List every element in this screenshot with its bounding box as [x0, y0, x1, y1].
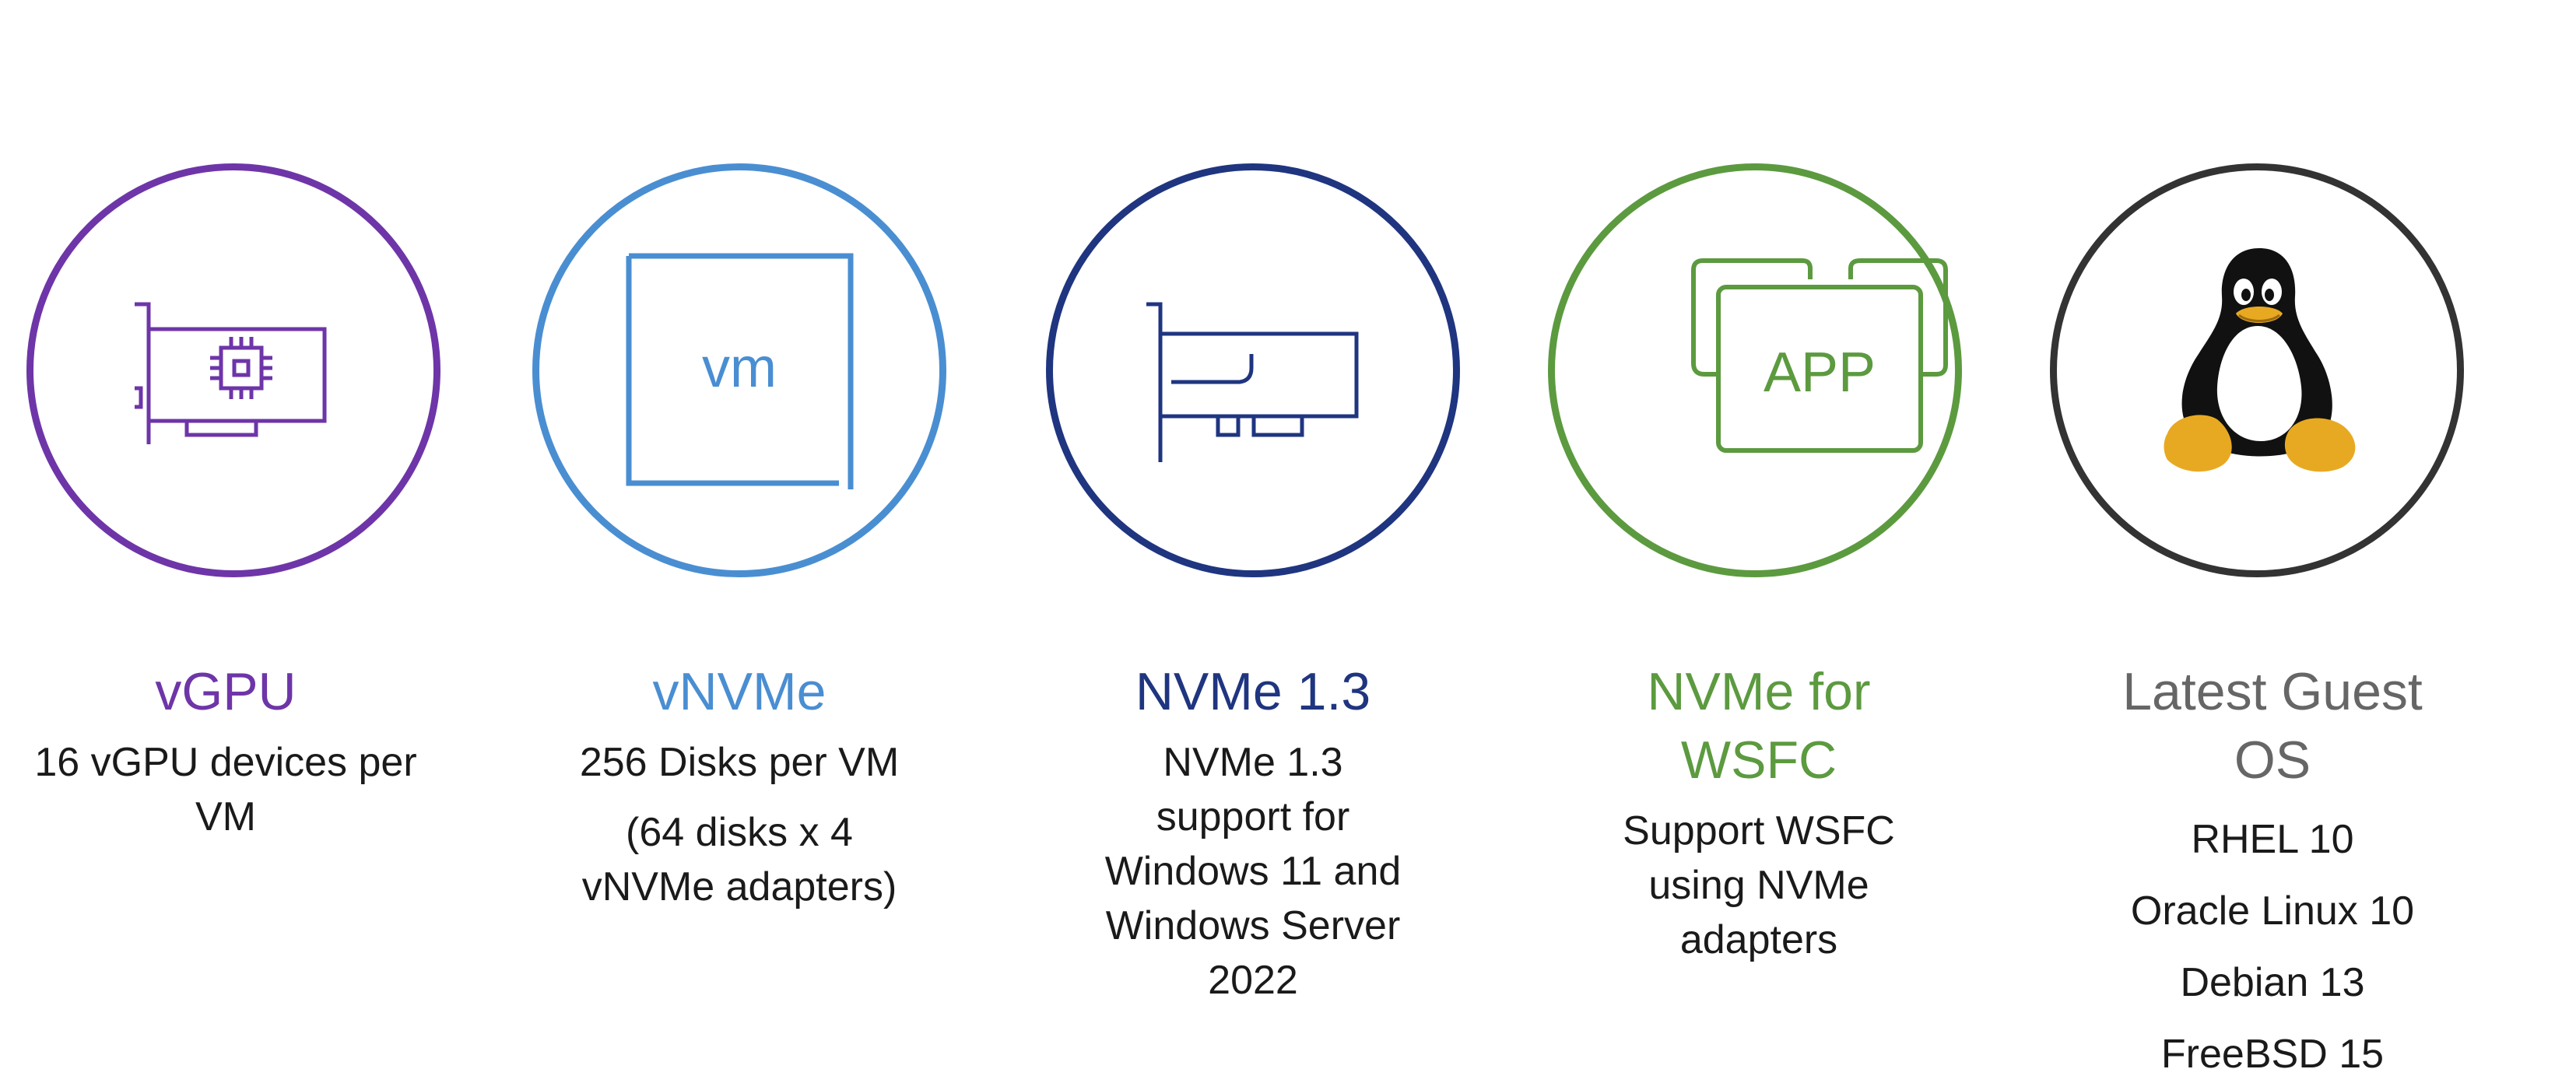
- nvme13-text: NVMe 1.3 NVMe 1.3 support for Windows 11…: [996, 657, 1510, 1023]
- list-item: FreeBSD 15: [2160, 1032, 2385, 1077]
- vnvme-ring: vm: [532, 163, 946, 577]
- feature-title: NVMe 1.3: [1135, 662, 1371, 721]
- wsfc-ring: APP: [1548, 163, 1962, 577]
- vm-icon-label: vm: [702, 337, 777, 399]
- app-icon-label: APP: [1764, 342, 1876, 404]
- vgpu-ring: [26, 163, 440, 577]
- feature-description: 256 Disks per VM: [579, 740, 900, 785]
- feature-title: vGPU: [155, 662, 297, 721]
- nvme-card-icon: [1146, 302, 1359, 462]
- nvme13-ring: [1046, 163, 1460, 577]
- vm-icon: vm: [626, 253, 854, 489]
- list-item: Oracle Linux 10: [2130, 888, 2415, 934]
- vgpu-text: vGPU 16 vGPU devices per VM: [0, 657, 483, 860]
- feature-description: 16 vGPU devices per VM: [34, 740, 417, 839]
- list-item: RHEL 10: [2191, 817, 2354, 862]
- feature-title: NVMe for WSFC: [1647, 662, 1871, 790]
- feature-title: vNVMe: [652, 662, 826, 721]
- app-stack-icon: APP: [1691, 258, 1948, 453]
- feature-title: Latest Guest OS: [2122, 662, 2423, 790]
- feature-description: Support WSFC using NVMe adapters: [1623, 808, 1895, 962]
- feature-vnvme: vm vNVMe 256 Disks per VM (64 disks x 4 …: [483, 0, 996, 1089]
- feature-description-detail: (64 disks x 4 vNVMe adapters): [581, 810, 897, 910]
- feature-description: NVMe 1.3 support for Windows 11 and Wind…: [1104, 740, 1402, 1003]
- feature-vgpu: vGPU 16 vGPU devices per VM: [0, 0, 483, 1089]
- vnvme-text: vNVMe 256 Disks per VM (64 disks x 4 vNV…: [483, 657, 996, 930]
- gpu-card-icon: [135, 302, 327, 444]
- feature-nvme-wsfc: APP NVMe for WSFC Support WSFC using NVM…: [1502, 0, 2016, 1089]
- list-item: Debian 13: [2180, 960, 2365, 1005]
- guest-os-list: RHEL 10 Oracle Linux 10 Debian 13 FreeBS…: [2016, 804, 2529, 1090]
- guest-os-text: Latest Guest OS RHEL 10 Oracle Linux 10 …: [2016, 657, 2529, 1090]
- wsfc-text: NVMe for WSFC Support WSFC using NVMe ad…: [1502, 657, 2016, 983]
- feature-nvme13: NVMe 1.3 NVMe 1.3 support for Windows 11…: [988, 0, 1502, 1089]
- guest-os-ring: [2050, 163, 2464, 577]
- feature-latest-guest-os: Latest Guest OS RHEL 10 Oracle Linux 10 …: [2016, 0, 2529, 1089]
- linux-penguin-icon: [2164, 248, 2356, 472]
